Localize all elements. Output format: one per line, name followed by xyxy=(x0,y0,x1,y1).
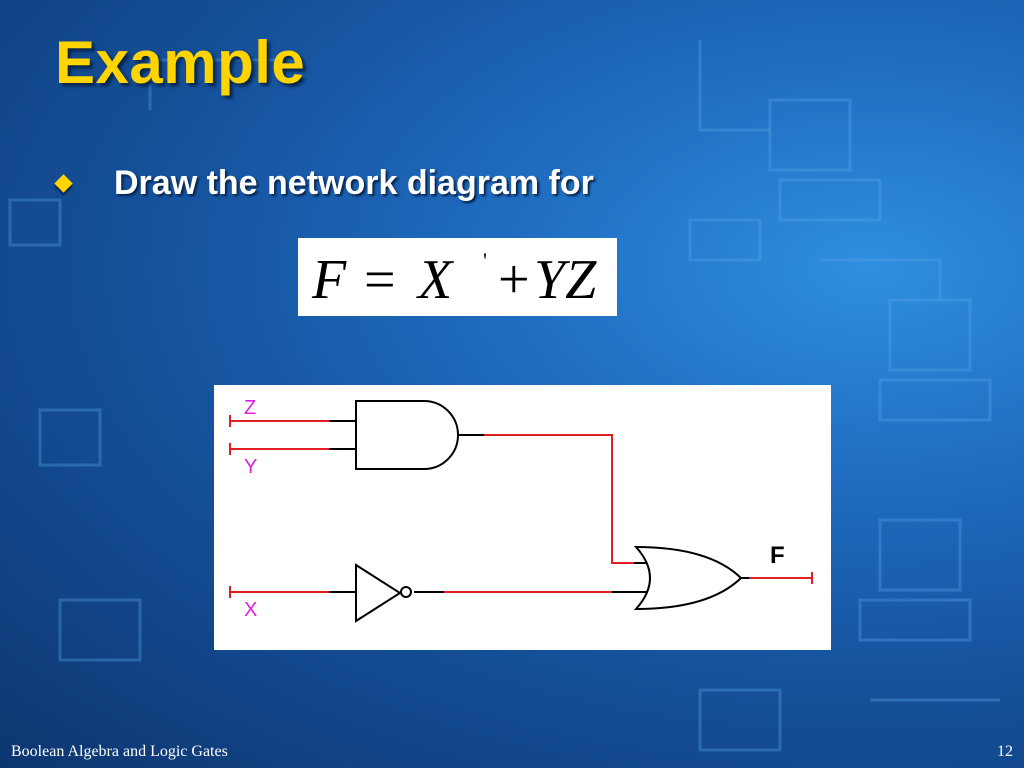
formula-plus: + xyxy=(498,249,530,311)
slide-title: Example xyxy=(55,29,306,96)
input-label-y: Y xyxy=(244,456,257,478)
footer-page-number: 12 xyxy=(997,743,1013,760)
and-gate xyxy=(355,400,459,470)
not-gate-bubble xyxy=(400,586,412,598)
footer-deck-title: Boolean Algebra and Logic Gates xyxy=(11,743,228,760)
circuit-diagram: Z Y X F xyxy=(214,385,831,650)
formula-prime: ' xyxy=(483,248,487,273)
output-label-f: F xyxy=(770,542,785,569)
or-gate xyxy=(633,545,743,611)
wire-and-to-or xyxy=(484,434,634,564)
not-gate xyxy=(355,563,402,623)
input-label-x: X xyxy=(244,599,257,621)
formula-lhs: F xyxy=(312,249,347,311)
formula-x: X xyxy=(418,249,453,311)
formula-box: F = X ' + YZ xyxy=(298,238,617,316)
formula-yz: YZ xyxy=(534,249,597,311)
formula-equals: = xyxy=(364,249,396,311)
diamond-bullet-icon xyxy=(54,174,73,193)
bullet-text: Draw the network diagram for xyxy=(114,164,594,202)
input-label-z: Z xyxy=(244,397,256,419)
bullet-item: Draw the network diagram for xyxy=(54,164,594,203)
